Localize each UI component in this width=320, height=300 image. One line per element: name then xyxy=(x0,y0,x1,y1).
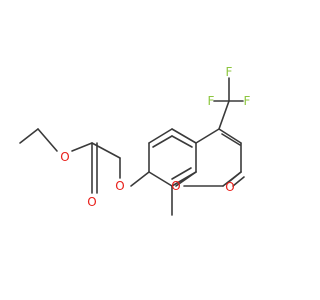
ether-aryl-bond xyxy=(130,171,150,187)
fluorine-atom-label-top: F xyxy=(226,65,233,79)
ethyl-methyl-bond xyxy=(19,128,39,144)
ring-top-left-bond xyxy=(148,128,173,144)
pyranone-top-bond xyxy=(218,128,242,144)
ring-inner-bottom-double xyxy=(171,167,192,180)
ring-bottom-left-bond xyxy=(148,171,173,187)
right-carbonyl-double xyxy=(232,176,245,187)
methylene-bond xyxy=(91,142,121,159)
pyranone-upper-bond xyxy=(195,128,220,144)
pyranone-oxygen-left-bond xyxy=(175,171,197,187)
ring-top-right-bond xyxy=(171,128,197,144)
cf3-bond xyxy=(218,100,230,130)
carbonyl-oxygen-atom-label-left: O xyxy=(87,195,96,209)
ring-oxygen-atom-label: O xyxy=(171,179,180,193)
ethyl-oxygen-bond xyxy=(37,128,58,152)
carbonyl-oxygen-atom-label-right: O xyxy=(225,180,234,194)
fluorine-atom-label-left: F xyxy=(208,94,215,108)
ester-oxygen-atom-label: O xyxy=(60,150,69,164)
pyranone-double-top xyxy=(221,133,241,146)
ring-inner-top-double xyxy=(152,135,173,148)
ester-oxygen-carbon-bond xyxy=(71,142,93,152)
fluorine-atom-label-right: F xyxy=(244,94,251,108)
right-carbonyl-single xyxy=(229,171,242,182)
bond-group xyxy=(19,77,245,216)
ring-inner-right-double xyxy=(171,135,193,148)
chemical-structure: F F F O O O O O xyxy=(19,65,251,216)
ether-oxygen-atom-label: O xyxy=(115,179,124,193)
